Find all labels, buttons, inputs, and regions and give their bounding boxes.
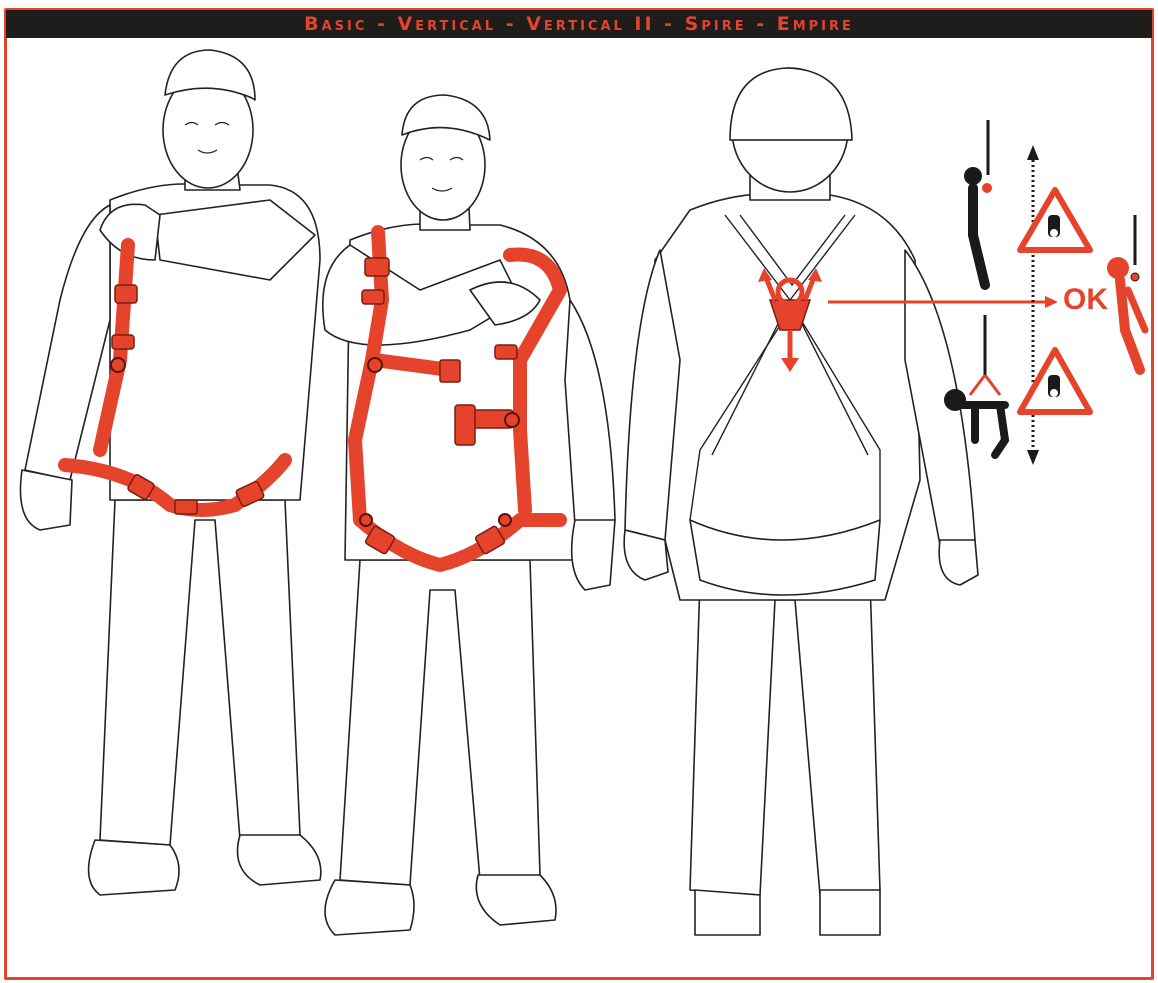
fall-indicator-panel <box>944 120 1145 465</box>
warning-triangle-icon <box>1020 350 1090 412</box>
ok-label: OK <box>1063 283 1108 317</box>
figure-1-front-shoulder <box>20 50 320 895</box>
warning-triangle-icon <box>1020 190 1090 250</box>
figure-2-front-fitted <box>323 95 615 935</box>
double-arrow-icon <box>1027 145 1039 465</box>
figure-3-back-view <box>624 68 1058 935</box>
